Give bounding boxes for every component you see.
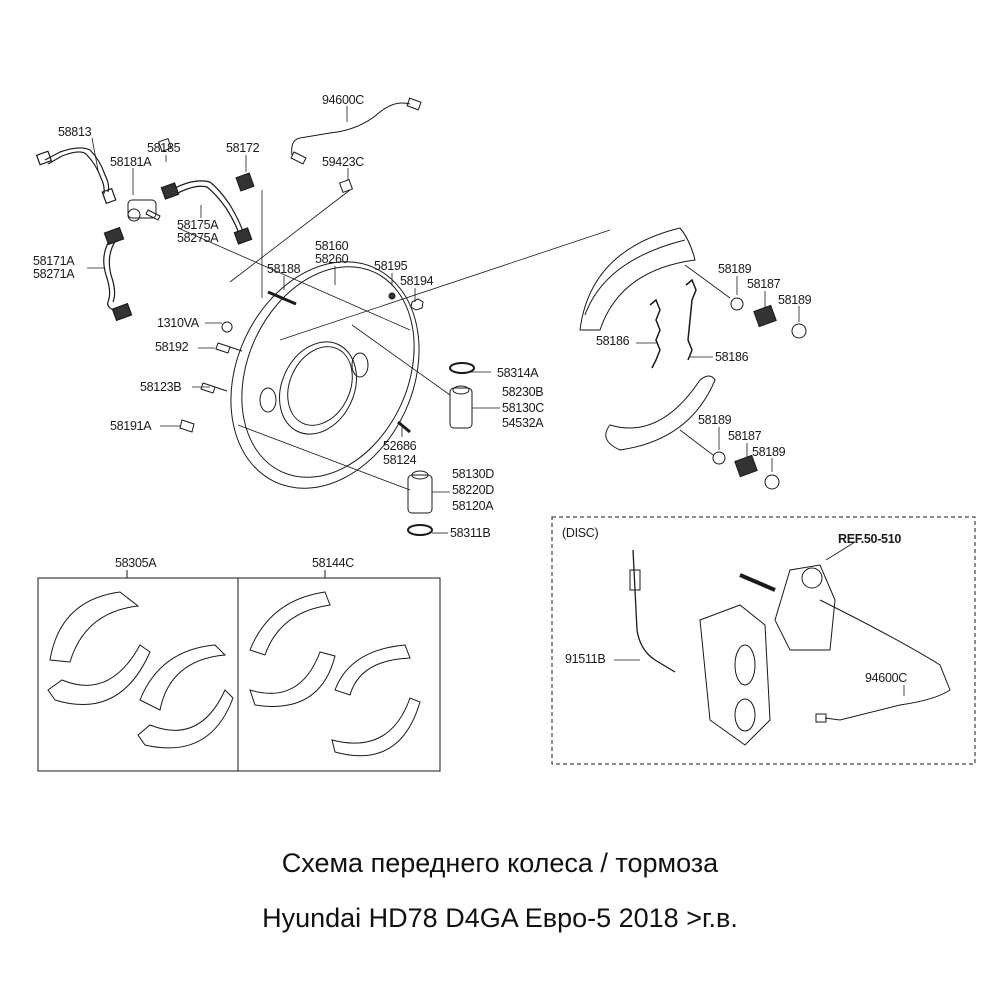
part-label-58305a: 58305A <box>115 556 157 570</box>
part-label-1310va: 1310VA <box>157 316 199 330</box>
part-label-58230b: 58230B <box>502 385 544 399</box>
part-label-58144c: 58144C <box>312 556 354 570</box>
wheel-speed-sensor <box>290 97 422 165</box>
part-label-58192: 58192 <box>155 340 189 354</box>
brake-shoes <box>579 227 807 490</box>
part-label-58187: 58187 <box>747 277 781 291</box>
part-label-59423c: 59423C <box>322 155 364 169</box>
part-label-58189: 58189 <box>778 293 812 307</box>
page-subtitle: Hyundai HD78 D4GA Евро-5 2018 >г.в. <box>262 903 738 933</box>
part-label-58311b: 58311B <box>450 526 491 540</box>
part-label-58271a: 58271A <box>33 267 75 281</box>
part-label-58191a: 58191A <box>110 419 152 433</box>
page-title: Схема переднего колеса / тормоза <box>281 848 719 878</box>
disc-box <box>551 516 976 765</box>
part-label-58813: 58813 <box>58 125 92 139</box>
part-label-58172: 58172 <box>226 141 260 155</box>
part-label-58260: 58260 <box>315 252 349 266</box>
part-label-58185: 58185 <box>147 141 181 155</box>
part-label-58189: 58189 <box>698 413 732 427</box>
part-label-58181a: 58181A <box>110 155 152 169</box>
part-label-58187: 58187 <box>728 429 762 443</box>
part-label-58189: 58189 <box>752 445 786 459</box>
part-label-58186: 58186 <box>596 334 630 348</box>
part-label-58123b: 58123B <box>140 380 182 394</box>
part-label-58275a: 58275A <box>177 231 219 245</box>
part-label-58194: 58194 <box>400 274 434 288</box>
part-label-58130d: 58130D <box>452 467 494 481</box>
brake-pipes <box>35 147 253 322</box>
part-label-58314a: 58314A <box>497 366 539 380</box>
part-label-58171a: 58171A <box>33 254 75 268</box>
part-label-58175a: 58175A <box>177 218 219 232</box>
part-label-94600c: 94600C <box>322 93 364 107</box>
part-label-58120a: 58120A <box>452 499 494 513</box>
disc-section-label: (DISC) <box>562 526 599 540</box>
brake-tee <box>127 137 354 306</box>
part-label-58195: 58195 <box>374 259 408 273</box>
part-label-58188: 58188 <box>267 262 301 276</box>
part-label-58130c: 58130C <box>502 401 544 415</box>
part-label-58160: 58160 <box>315 239 349 253</box>
backing-plate <box>179 261 424 489</box>
part-label-91511b: 91511B <box>565 652 606 666</box>
part-label-58220d: 58220D <box>452 483 494 497</box>
part-label-52686: 52686 <box>383 439 417 453</box>
shoe-kit-boxes <box>37 570 441 772</box>
part-label-58124: 58124 <box>383 453 417 467</box>
part-label-94600c-disc: 94600C <box>865 671 907 685</box>
part-label-58186: 58186 <box>715 350 749 364</box>
wheel-cylinders <box>407 362 475 536</box>
part-label-58189: 58189 <box>718 262 752 276</box>
ref-label: REF.50-510 <box>838 532 902 546</box>
part-label-54532a: 54532A <box>502 416 544 430</box>
leader-lines <box>87 106 905 696</box>
